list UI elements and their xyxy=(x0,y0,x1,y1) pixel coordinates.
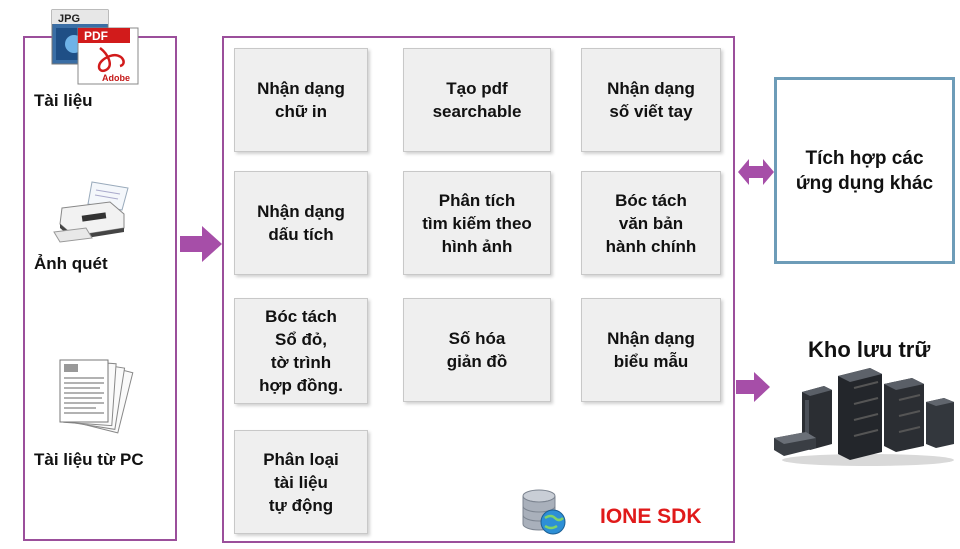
server-storage-icon xyxy=(772,366,956,468)
jpg-pdf-document-icon: JPG PDF Adobe xyxy=(44,8,144,86)
svg-text:PDF: PDF xyxy=(84,29,108,43)
integration-box: Tích hợp các ứng dụng khác xyxy=(774,77,955,264)
document-scanner-icon xyxy=(52,180,138,244)
input-label-scan: Ảnh quét xyxy=(34,254,108,273)
module-image-search-analysis: Phân tích tìm kiếm theo hình ảnh xyxy=(403,171,551,275)
module-auto-document-classification: Phân loại tài liệu tự động xyxy=(234,430,368,534)
input-label-documents: Tài liệu xyxy=(34,91,93,110)
storage-label: Kho lưu trữ xyxy=(808,337,931,362)
database-globe-icon xyxy=(519,488,567,536)
storage-arrow-icon xyxy=(736,372,770,402)
sdk-name: IONE SDK xyxy=(600,505,702,528)
module-land-title-contract-extraction: Bóc tách Sổ đỏ, tờ trình hợp đồng. xyxy=(234,298,368,404)
module-checkmark-recognition: Nhận dạng dấu tích xyxy=(234,171,368,275)
bidirectional-arrow-icon xyxy=(738,159,774,185)
module-administrative-document-extraction: Bóc tách văn bản hành chính xyxy=(581,171,721,275)
module-searchable-pdf: Tạo pdf searchable xyxy=(403,48,551,152)
sdk-panel xyxy=(222,36,735,543)
input-label-pc-documents: Tài liệu từ PC xyxy=(34,450,144,469)
module-printed-text-recognition: Nhận dạng chữ in xyxy=(234,48,368,152)
module-handwritten-digit-recognition: Nhận dạng số viết tay xyxy=(581,48,721,152)
svg-text:JPG: JPG xyxy=(58,13,80,25)
module-diagram-digitization: Số hóa giản đồ xyxy=(403,298,551,402)
right-arrow-icon xyxy=(180,226,222,262)
module-form-recognition: Nhận dạng biểu mẫu xyxy=(581,298,721,402)
paper-stack-icon xyxy=(50,352,140,436)
svg-text:Adobe: Adobe xyxy=(102,73,130,83)
